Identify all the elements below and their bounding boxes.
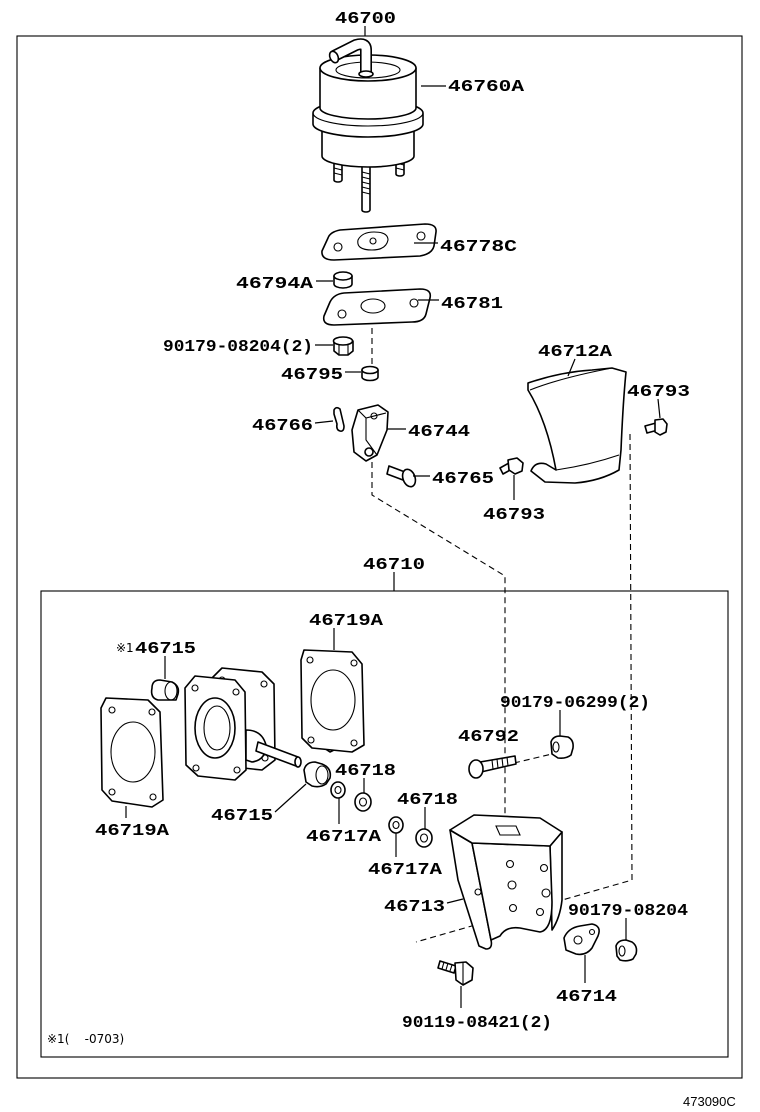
callout-46710: 46710 [363, 556, 425, 575]
part-46714 [563, 923, 600, 956]
part-46712a [527, 367, 627, 484]
part-90179-08204-lower [615, 939, 638, 962]
part-46794a [333, 271, 353, 289]
callout-46744: 46744 [408, 423, 470, 442]
part-46713 [449, 814, 563, 950]
part-90119-08421 [437, 960, 474, 986]
callout-labels: 46700 46760A 46778C 46794A 46781 90179-0… [47, 10, 736, 1109]
callout-46718-lower: 46718 [397, 791, 458, 810]
part-46719a-left [100, 697, 164, 808]
part-46778c [321, 223, 437, 261]
part-46795 [361, 365, 379, 382]
callout-46795: 46795 [281, 366, 343, 385]
part-46760a [312, 38, 424, 213]
part-46744 [351, 404, 389, 462]
part-90179-06299 [550, 735, 574, 759]
callout-46713: 46713 [384, 898, 445, 917]
callout-46794a: 46794A [236, 275, 314, 294]
callout-46712a: 46712A [538, 343, 613, 362]
callout-46715-upper: 46715 [135, 640, 196, 659]
part-46766 [333, 406, 345, 432]
part-46765 [386, 465, 417, 488]
callout-46714: 46714 [556, 988, 617, 1007]
callout-46765: 46765 [432, 470, 494, 489]
callout-46781: 46781 [441, 295, 503, 314]
callout-90179-08204-2: 90179-08204(2) [163, 338, 313, 357]
callout-90179-08204: 90179-08204 [568, 902, 688, 921]
leader-lines [125, 26, 661, 1008]
part-46717a-lower [388, 816, 404, 834]
part-46793-lower [499, 457, 524, 475]
figure-code: 473090C [683, 1094, 736, 1109]
callout-46778c: 46778C [440, 238, 517, 257]
subassembly-frame [40, 590, 729, 1058]
part-46717a-upper [330, 781, 346, 799]
callout-46792: 46792 [458, 728, 519, 747]
callout-46715-lower: 46715 [211, 807, 273, 826]
note-marker: ※1 [116, 641, 134, 655]
callout-46717a-upper: 46717A [306, 828, 382, 847]
callout-46766: 46766 [252, 417, 313, 436]
part-46715-lower [303, 761, 332, 788]
part-46715-upper [150, 679, 180, 701]
footnote: ※1( -0703) [47, 1032, 124, 1046]
part-90179-08204-upper [332, 336, 354, 356]
part-46718-upper [354, 792, 372, 812]
callout-90119-08421-2: 90119-08421(2) [402, 1014, 552, 1033]
callout-90179-06299-2: 90179-06299(2) [500, 694, 650, 713]
part-46781 [322, 288, 432, 326]
part-46719a-right [300, 649, 365, 753]
callout-46719a-right: 46719A [309, 612, 384, 631]
callout-46793-right: 46793 [627, 383, 690, 402]
callout-46719a-left: 46719A [95, 822, 170, 841]
callout-46717a-lower: 46717A [368, 861, 443, 880]
callout-46760a: 46760A [448, 78, 525, 97]
callout-46718-upper: 46718 [335, 762, 396, 781]
callout-46793-lower: 46793 [483, 506, 545, 525]
part-46718-lower [415, 828, 433, 848]
part-46793-right [644, 418, 668, 436]
assembly-frame [16, 35, 743, 1079]
callout-46700: 46700 [335, 10, 396, 29]
part-46792 [468, 755, 517, 779]
part-body-assembly [184, 667, 302, 781]
